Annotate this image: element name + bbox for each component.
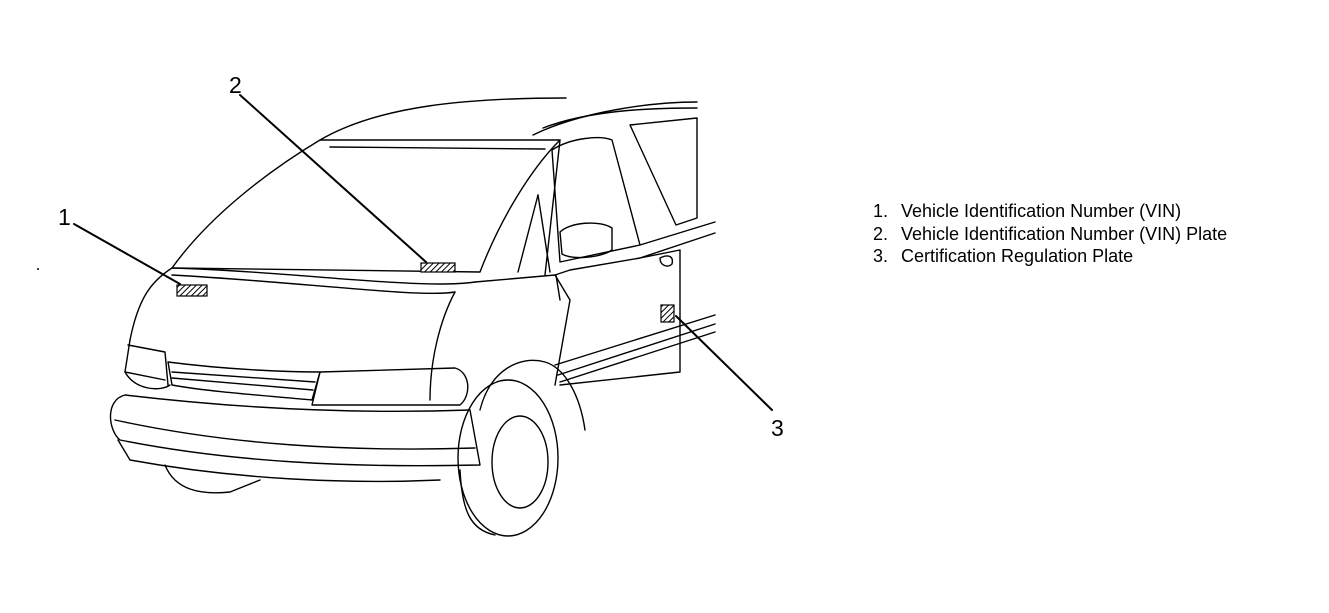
legend-number: 3. (873, 246, 889, 266)
door-handle (659, 255, 674, 267)
hood (129, 267, 173, 341)
van-roof-rail (532, 101, 698, 136)
front-bumper (109, 394, 481, 467)
certification-plate (660, 304, 675, 323)
leader-line-3 (675, 315, 773, 411)
callout-number-1: 1 (58, 204, 71, 230)
legend-text: Certification Regulation Plate (901, 246, 1134, 266)
vin-plate (420, 262, 456, 273)
body-front-corner (429, 291, 456, 401)
callout-number-3: 3 (771, 415, 784, 441)
legend-item: 3. Certification Regulation Plate (873, 245, 1227, 268)
side-mirror (559, 222, 613, 259)
van-roof (319, 97, 567, 141)
legend-number: 1. (873, 201, 889, 221)
van-line-drawing (37, 94, 773, 537)
front-door (554, 249, 681, 386)
vin-label-plate (176, 284, 208, 297)
rear-side-window (629, 117, 698, 226)
leader-line-2 (239, 94, 427, 263)
legend-item: 1. Vehicle Identification Number (VIN) (873, 200, 1227, 223)
legend-item: 2. Vehicle Identification Number (VIN) Pl… (873, 223, 1227, 246)
front-wheel (457, 379, 559, 537)
side-trim (554, 314, 716, 366)
leader-line-1 (73, 223, 181, 285)
legend-text: Vehicle Identification Number (VIN) (901, 201, 1182, 221)
front-door-window (551, 137, 641, 263)
legend-text: Vehicle Identification Number (VIN) Plat… (901, 223, 1228, 244)
headlight (311, 367, 469, 406)
legend-number: 2. (873, 223, 889, 244)
wheel-arch (479, 359, 586, 431)
callout-number-2: 2 (229, 72, 242, 98)
windshield (171, 139, 561, 273)
legend-list: 1. Vehicle Identification Number (VIN) 2.… (873, 200, 1227, 268)
